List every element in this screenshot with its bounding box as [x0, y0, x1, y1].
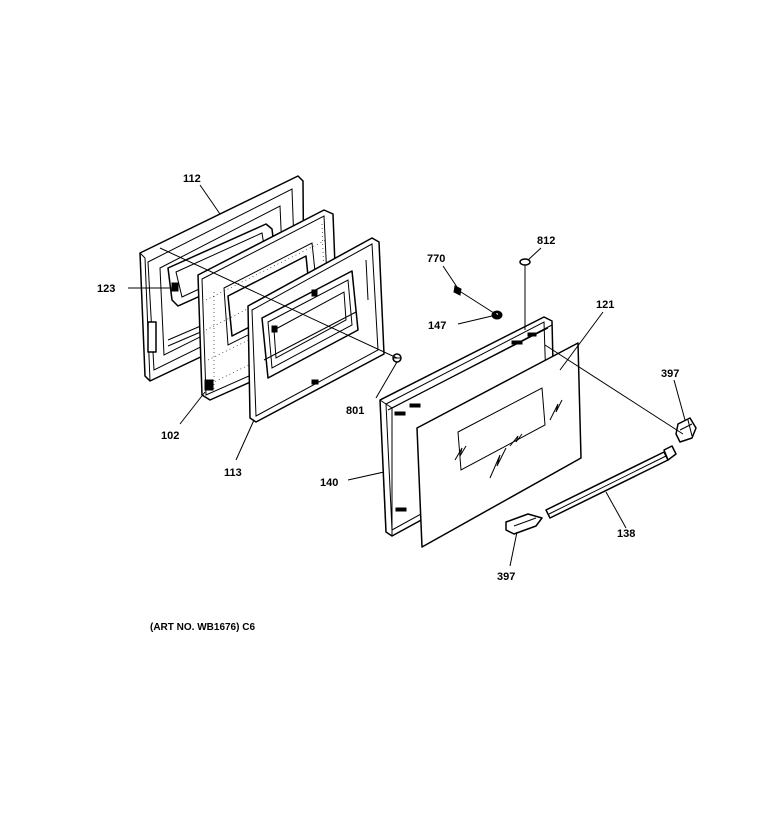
label-113: 113 — [224, 467, 242, 479]
part-397-end-cap-bottom — [505, 513, 543, 535]
label-140: 140 — [320, 477, 338, 489]
part-121-outer-glass — [416, 342, 582, 548]
label-397-bottom: 397 — [497, 571, 515, 583]
label-147: 147 — [428, 320, 446, 332]
label-112: 112 — [183, 173, 201, 185]
label-812: 812 — [537, 235, 555, 247]
label-102: 102 — [161, 430, 179, 442]
label-138: 138 — [617, 528, 635, 540]
part-812-screw — [519, 258, 531, 272]
label-123: 123 — [97, 283, 115, 295]
label-770: 770 — [427, 253, 445, 265]
leader-lines — [128, 184, 686, 567]
part-138-handle — [545, 445, 677, 519]
label-121: 121 — [596, 299, 614, 311]
label-397-top: 397 — [661, 368, 679, 380]
part-397-end-cap-top — [675, 417, 697, 443]
label-801: 801 — [346, 405, 364, 417]
part-770-screw — [453, 285, 462, 296]
part-113-door-frame — [247, 237, 385, 423]
art-number-caption: (ART NO. WB1676) C6 — [150, 622, 255, 633]
